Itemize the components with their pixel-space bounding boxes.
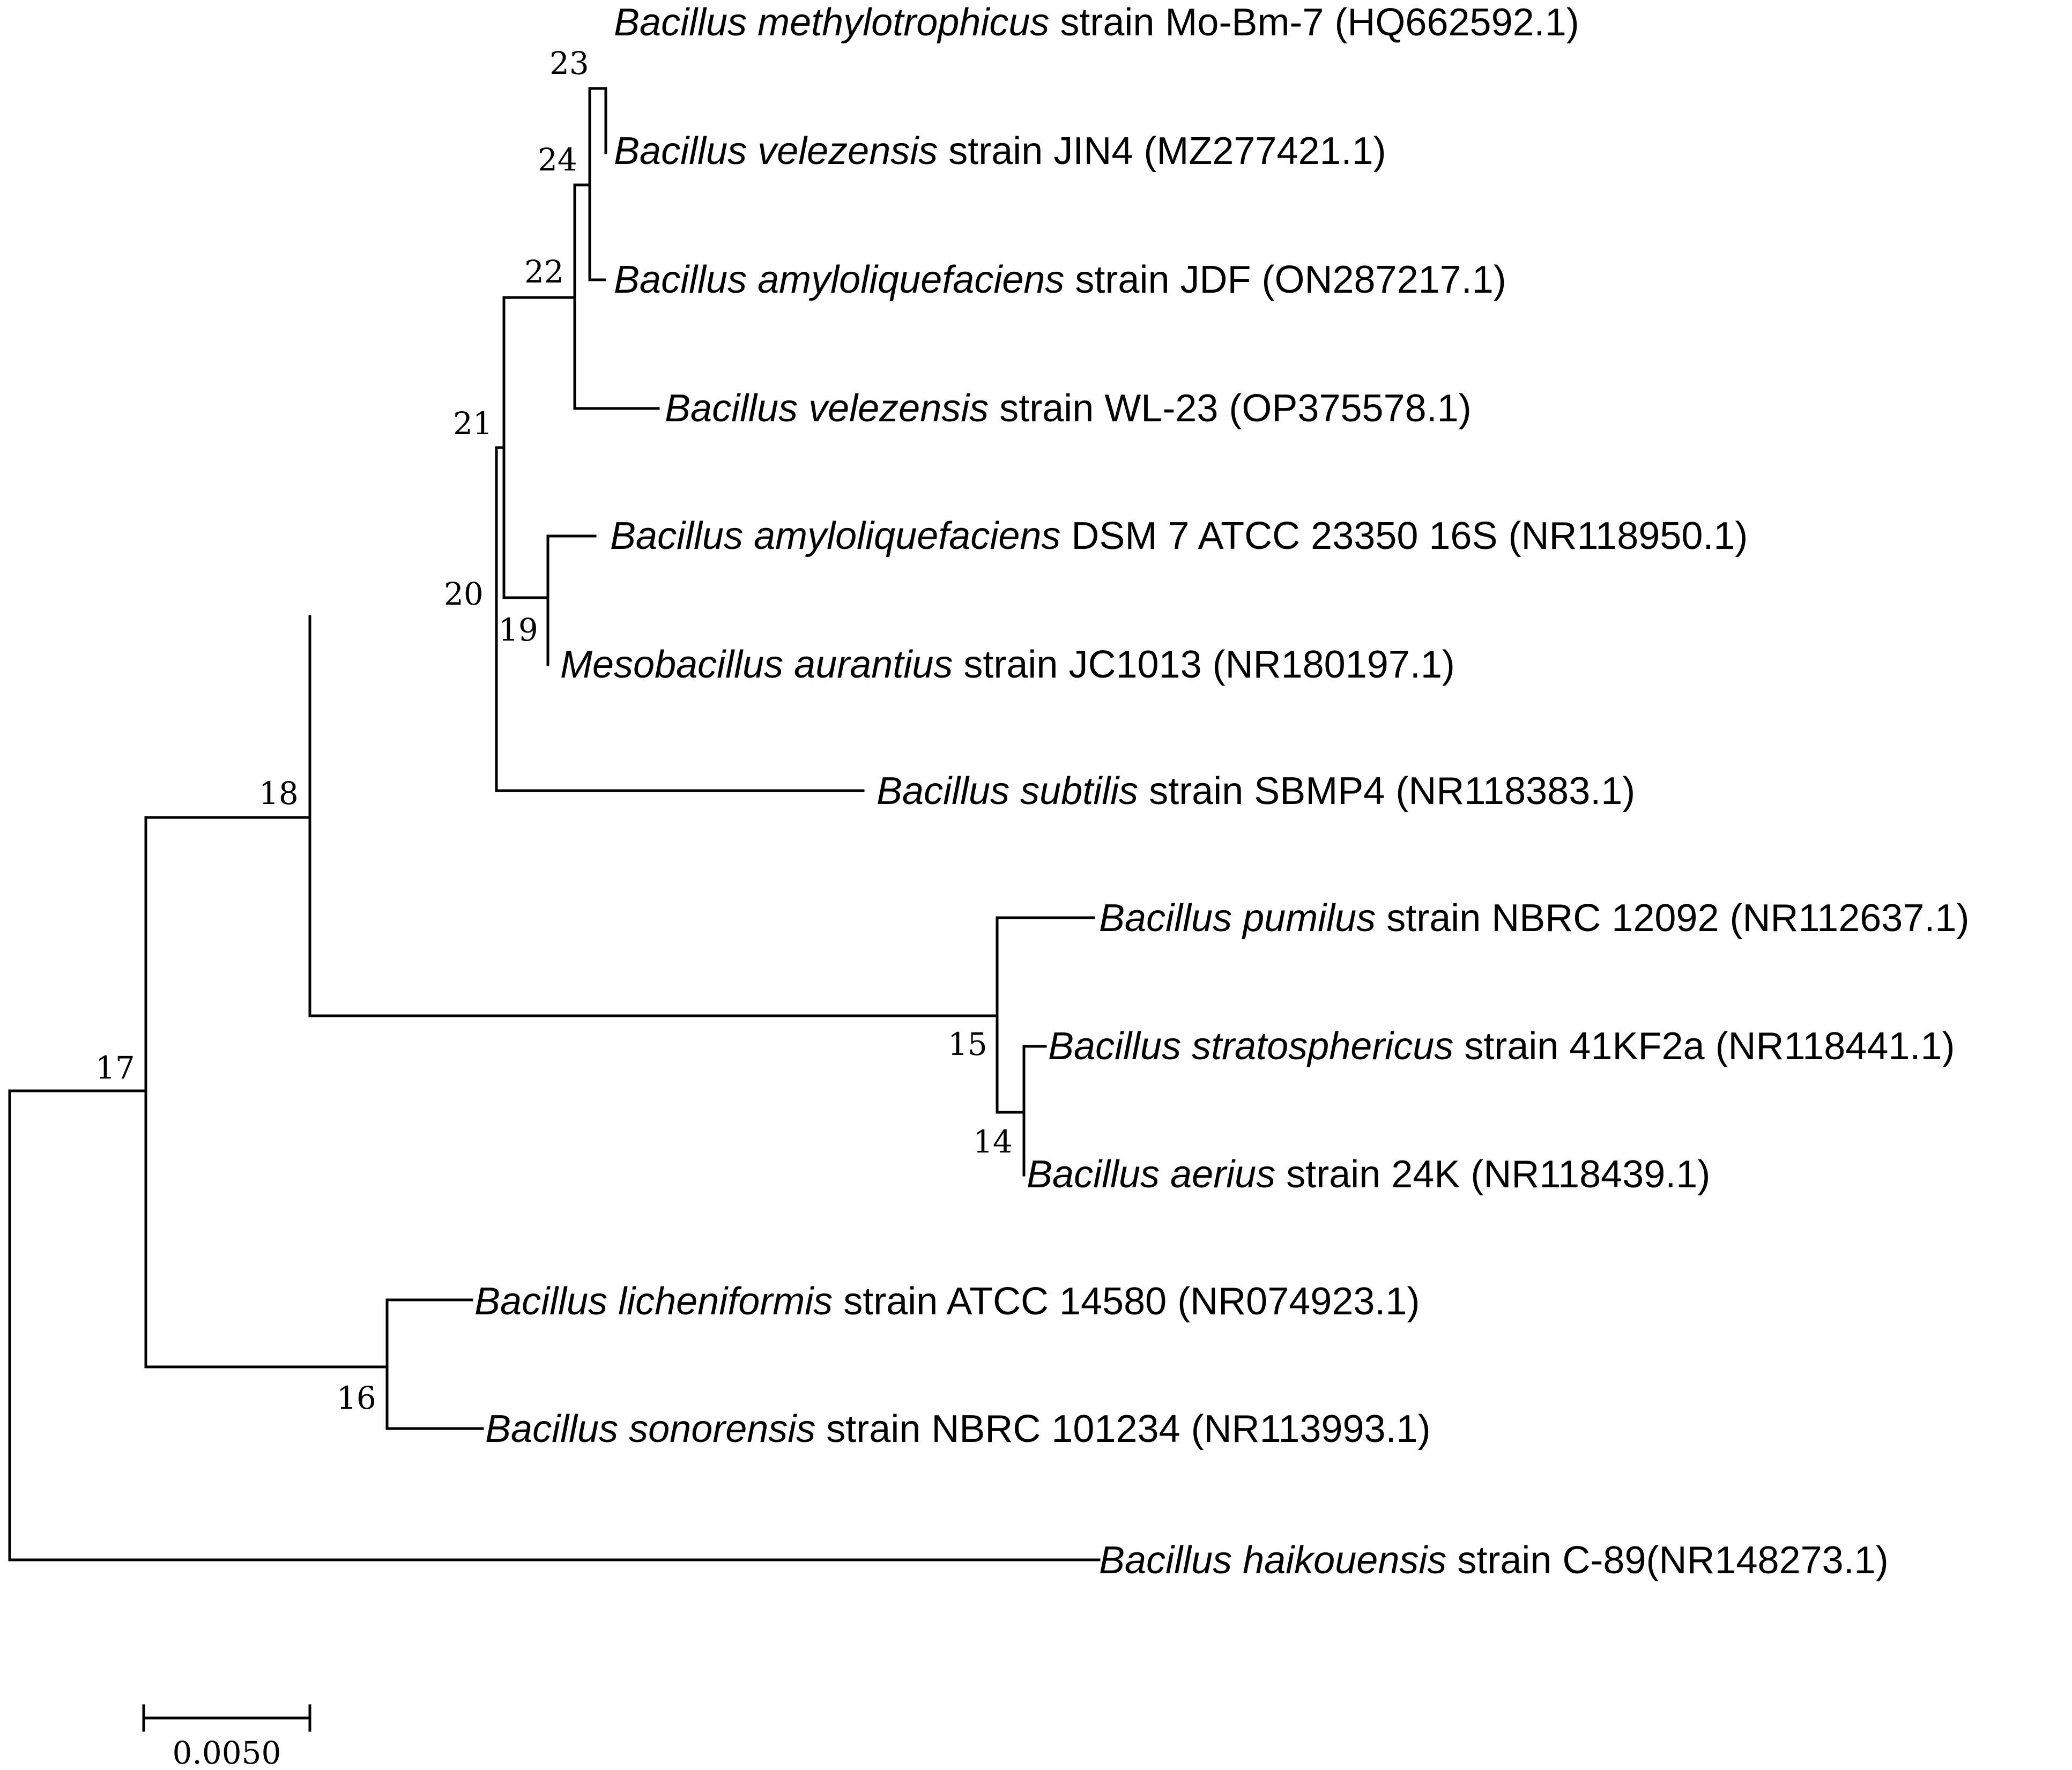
leaf-label: Bacillus aerius strain 24K (NR118439.1) bbox=[1027, 1153, 1710, 1196]
node-label-24: 24 bbox=[538, 142, 577, 178]
leaf-label: Bacillus stratosphericus strain 41KF2a (… bbox=[1048, 1025, 1955, 1068]
leaf-label: Bacillus methylotrophicus strain Mo-Bm-7… bbox=[614, 1, 1579, 44]
leaf-label: Bacillus licheniformis strain ATCC 14580… bbox=[474, 1280, 1420, 1323]
leaf-label: Mesobacillus aurantius strain JC1013 (NR… bbox=[560, 643, 1455, 686]
tree-branches bbox=[8, 87, 1101, 1561]
node-labels: 23 24 22 21 20 19 18 17 16 15 14 bbox=[95, 45, 1013, 1416]
node-label-20: 20 bbox=[444, 576, 484, 612]
node-label-22: 22 bbox=[524, 254, 564, 290]
leaf-label: Bacillus sonorensis strain NBRC 101234 (… bbox=[485, 1408, 1431, 1451]
leaf-label: Bacillus subtilis strain SBMP4 (NR118383… bbox=[877, 770, 1635, 813]
node-label-16: 16 bbox=[337, 1380, 376, 1416]
scale-bar-label: 0.0050 bbox=[173, 1735, 281, 1770]
leaf-label: Bacillus amyloliquefaciens DSM 7 ATCC 23… bbox=[610, 515, 1748, 557]
node-label-19: 19 bbox=[499, 612, 538, 648]
leaf-label: Bacillus pumilus strain NBRC 12092 (NR11… bbox=[1099, 897, 1969, 940]
node-label-18: 18 bbox=[259, 775, 299, 812]
leaf-label: Bacillus haikouensis strain C-89(NR14827… bbox=[1099, 1539, 1889, 1582]
node-label-17: 17 bbox=[95, 1050, 135, 1086]
node-label-15: 15 bbox=[948, 1026, 987, 1062]
node-label-21: 21 bbox=[453, 405, 493, 442]
leaf-label: Bacillus amyloliquefaciens strain JDF (O… bbox=[614, 258, 1506, 301]
leaf-label: Bacillus velezensis strain JIN4 (MZ27742… bbox=[614, 130, 1386, 173]
scale-bar: 0.0050 bbox=[142, 1704, 311, 1770]
leaf-label: Bacillus velezensis strain WL-23 (OP3755… bbox=[665, 387, 1472, 430]
node-label-14: 14 bbox=[973, 1124, 1013, 1160]
leaf-labels: Bacillus methylotrophicus strain Mo-Bm-7… bbox=[474, 1, 1969, 1582]
node-label-23: 23 bbox=[549, 45, 589, 81]
